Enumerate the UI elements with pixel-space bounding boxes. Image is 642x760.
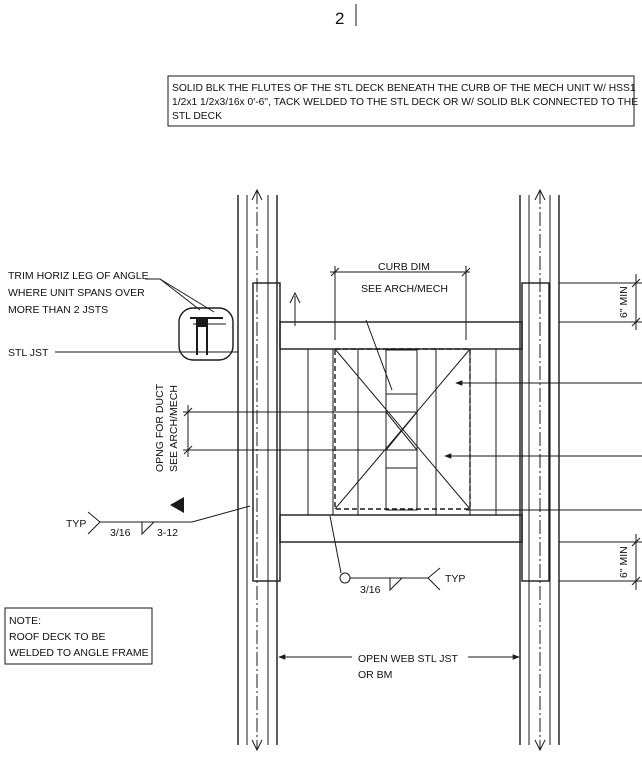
left-weld-length: 3-12 — [157, 527, 178, 539]
bottom-angle-frame — [279, 514, 523, 543]
duct-opening — [385, 349, 418, 511]
left-weld-size: 3/16 — [110, 527, 131, 539]
section-arrow — [289, 291, 301, 326]
top-note-line-2: 1/2x1 1/2x3/16x 0'-6", TACK WELDED TO TH… — [172, 97, 638, 108]
bottom-weld-typ: TYP — [445, 573, 465, 585]
top-note-box — [167, 75, 635, 127]
trim-leader — [145, 278, 215, 313]
top-angle-frame — [279, 321, 523, 350]
opng-duct-label: OPNG FOR DUCT — [154, 383, 166, 472]
top-note-line-3: STL DECK — [172, 111, 222, 122]
trim-note-line-3: MORE THAN 2 JSTS — [8, 304, 108, 316]
min-bottom-label: 6" MIN — [618, 546, 630, 578]
left-steel-joist — [237, 188, 278, 752]
bottom-weld-size: 3/16 — [360, 584, 381, 596]
note-box — [4, 607, 153, 665]
stl-jst-label: STL JST — [8, 347, 49, 359]
angle-detail-bubble — [178, 307, 234, 361]
opng-see-label: SEE ARCH/MECH — [168, 385, 180, 472]
trim-note-line-1: TRIM HORIZ LEG OF ANGLE — [8, 270, 149, 282]
owsj-label-line-2: OR BM — [358, 669, 392, 681]
curb-dimension — [330, 266, 471, 391]
section-flag — [170, 497, 184, 513]
opng-dimension — [183, 405, 386, 457]
min-dimension-top — [559, 274, 642, 330]
min-dimension-bottom — [559, 534, 642, 590]
owsj-label-line-1: OPEN WEB STL JST — [358, 653, 459, 665]
left-weld-typ: TYP — [66, 518, 86, 530]
right-bearing-plate — [521, 282, 550, 582]
left-weld-symbol — [87, 505, 251, 536]
sheet-number: 2 — [335, 9, 344, 28]
min-top-label: 6" MIN — [618, 286, 630, 318]
note-line-3: WELDED TO ANGLE FRAME — [9, 647, 149, 659]
right-steel-joist — [519, 188, 560, 752]
right-leaders — [444, 380, 642, 511]
bottom-weld-symbol — [329, 515, 441, 592]
left-bearing-plate — [252, 282, 281, 582]
note-line-2: ROOF DECK TO BE — [9, 631, 105, 643]
curb-see-label: SEE ARCH/MECH — [361, 283, 448, 295]
curb-dim-label: CURB DIM — [378, 261, 430, 273]
top-note-line-1: SOLID BLK THE FLUTES OF THE STL DECK BEN… — [172, 83, 636, 94]
trim-note-line-2: WHERE UNIT SPANS OVER — [8, 287, 145, 299]
note-line-1: NOTE: — [9, 615, 41, 627]
